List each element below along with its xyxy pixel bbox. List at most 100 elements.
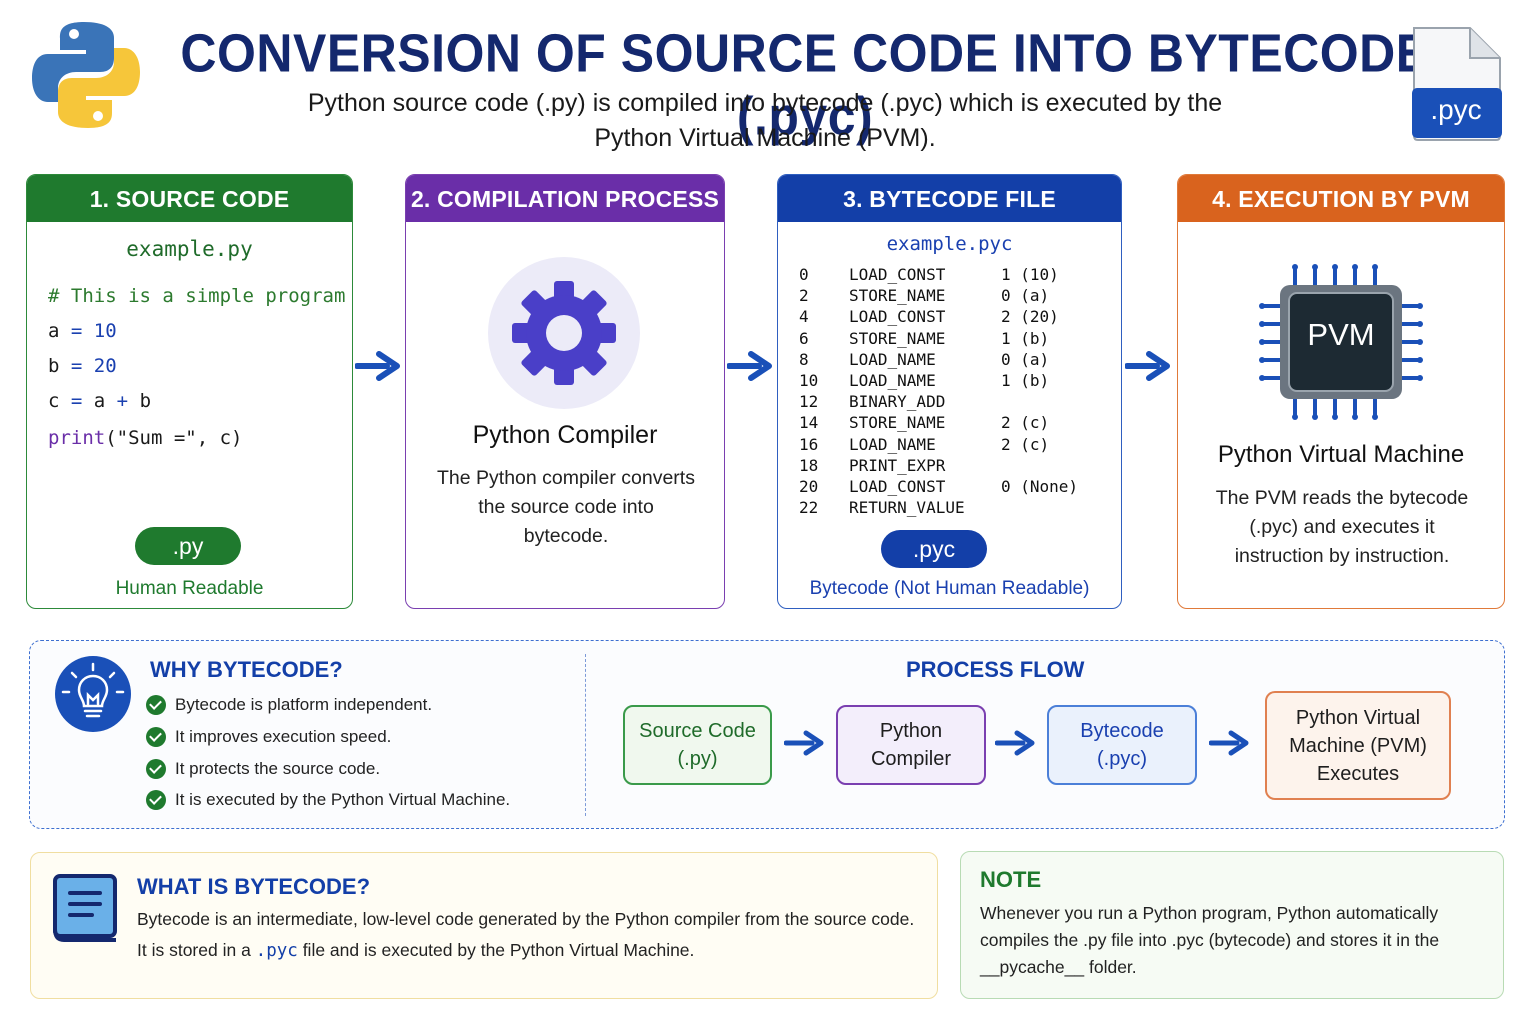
pyc-file-label: .pyc <box>1430 94 1482 125</box>
what-is-bytecode-line: Bytecode is an intermediate, low-level c… <box>137 909 915 929</box>
what-is-bytecode-line: It is stored in a .pyc file and is execu… <box>137 940 695 961</box>
pyc-inline-code: .pyc <box>255 941 298 961</box>
flow-step-line: Machine (PVM) <box>1289 734 1427 757</box>
flow-step-line: Executes <box>1316 762 1400 785</box>
page-subtitle: Python source code (.py) is compiled int… <box>307 89 1223 152</box>
source-code-heading: 1. SOURCE CODE <box>27 175 352 222</box>
note-title: NOTE <box>980 867 1042 892</box>
code-line-a: a = 10 <box>48 320 117 342</box>
bytecode-offset: 16 <box>799 434 819 454</box>
arrow-right-icon <box>1125 351 1170 381</box>
bytecode-argument: 0 (a) <box>1001 286 1050 306</box>
cpu-chip-icon: PVM <box>1256 261 1426 423</box>
bytecode-opcode: STORE_NAME <box>849 328 946 348</box>
bytecode-offset: 4 <box>799 307 809 327</box>
bytecode-opcode: LOAD_CONST <box>849 265 946 284</box>
pyc-file-icon <box>1412 27 1502 141</box>
note-body: Whenever you run a Python program, Pytho… <box>980 903 1440 977</box>
flow-step-line: Source Code <box>639 720 756 742</box>
check-icon <box>146 695 166 715</box>
bytecode-opcode: RETURN_VALUE <box>849 498 965 518</box>
what-is-bytecode-title: WHAT IS BYTECODE? <box>137 874 371 899</box>
bytecode-argument: 2 (c) <box>1001 413 1050 433</box>
flow-step-line: Compiler <box>870 748 952 770</box>
panel-divider <box>585 654 586 816</box>
execution-card: 4. EXECUTION BY PVM PVM Python Virtual M… <box>1177 174 1505 609</box>
bytecode-offset: 8 <box>799 349 809 369</box>
flow-step-line: (.pyc) <box>1096 748 1147 770</box>
bytecode-footer: Bytecode (Not Human Readable) <box>809 578 1090 599</box>
bytecode-opcode: PRINT_EXPR <box>849 455 946 475</box>
bytecode-offset: 14 <box>799 413 819 433</box>
bytecode-filename: example.pyc <box>886 233 1013 255</box>
bytecode-offset: 6 <box>799 328 809 348</box>
code-line-c: c = a + b <box>48 390 152 412</box>
flow-step-bytecode: Bytecode (.pyc) <box>1047 705 1197 785</box>
source-footer: Human Readable <box>115 578 264 599</box>
bytecode-opcode: STORE_NAME <box>849 286 946 306</box>
flow-step-line: Python Virtual <box>1295 706 1421 729</box>
lightbulb-icon <box>55 656 131 732</box>
arrow-right-icon <box>995 730 1035 756</box>
flow-step-source: Source Code (.py) <box>623 705 772 785</box>
pyc-badge: .pyc <box>881 530 987 568</box>
python-logo-icon <box>32 22 140 128</box>
compilation-heading: 2. COMPILATION PROCESS <box>406 175 724 222</box>
bytecode-argument: 0 (a) <box>1001 349 1050 369</box>
bytecode-argument: 2 (20) <box>1001 307 1059 327</box>
bytecode-offset: 12 <box>799 392 819 412</box>
source-code-card: 1. SOURCE CODE example.py # This is a si… <box>26 174 353 609</box>
check-icon <box>146 790 166 810</box>
bytecode-offset: 18 <box>799 455 819 475</box>
page-title: CONVERSION OF SOURCE CODE INTO BYTECODE … <box>180 23 1430 147</box>
check-icon <box>146 759 166 779</box>
pvm-name: Python Virtual Machine <box>1217 441 1465 468</box>
arrow-right-icon <box>784 730 824 756</box>
bytecode-argument: 1 (10) <box>1001 265 1059 284</box>
bytecode-offset: 0 <box>799 265 809 284</box>
bytecode-offset: 22 <box>799 498 819 518</box>
bytecode-opcode: LOAD_CONST <box>849 477 946 496</box>
bytecode-heading: 3. BYTECODE FILE <box>778 175 1121 222</box>
bytecode-argument: 2 (c) <box>1001 434 1050 454</box>
book-icon <box>53 874 117 942</box>
bytecode-offset: 10 <box>799 371 819 390</box>
arrow-right-icon <box>355 351 400 381</box>
pvm-description: The PVM reads the bytecode (.pyc) and ex… <box>1215 487 1469 567</box>
gear-icon <box>512 281 616 385</box>
process-flow-title: PROCESS FLOW <box>906 657 1085 682</box>
bytecode-argument: 1 (b) <box>1001 371 1050 390</box>
compiler-name: Python Compiler <box>472 421 658 449</box>
bytecode-offset: 20 <box>799 477 819 496</box>
code-line-print: print("Sum =", c) <box>48 427 243 449</box>
check-icon <box>146 727 166 747</box>
flow-step-line: Bytecode <box>1080 720 1164 742</box>
bytecode-opcode: LOAD_NAME <box>849 434 936 454</box>
execution-heading: 4. EXECUTION BY PVM <box>1178 175 1504 222</box>
compiler-description: The Python compiler converts the source … <box>437 467 695 547</box>
flow-step-line: Python <box>879 720 943 742</box>
what-is-bytecode-panel <box>30 852 938 999</box>
bytecode-argument: 0 (None) <box>1001 477 1079 496</box>
arrow-right-icon <box>727 351 772 381</box>
bytecode-opcode: LOAD_NAME <box>849 349 936 369</box>
flow-step-line: (.py) <box>677 748 718 770</box>
bytecode-opcode: LOAD_NAME <box>849 371 936 390</box>
py-badge: .py <box>135 527 241 565</box>
bytecode-argument: 1 (b) <box>1001 328 1050 348</box>
bytecode-opcode: STORE_NAME <box>849 413 946 433</box>
code-line-b: b = 20 <box>48 355 117 377</box>
why-bytecode-title: WHY BYTECODE? <box>150 657 343 682</box>
arrow-right-icon <box>1209 730 1249 756</box>
code-line-comment: # This is a simple program <box>48 285 346 307</box>
compilation-card: 2. COMPILATION PROCESS Python Compiler T… <box>405 174 725 609</box>
bytecode-offset: 2 <box>799 286 809 306</box>
gear-icon-backdrop <box>488 257 640 409</box>
pvm-chip-label: PVM <box>1307 317 1375 352</box>
source-filename: example.py <box>126 237 253 261</box>
note-panel <box>960 851 1504 999</box>
bytecode-opcode: LOAD_CONST <box>849 307 946 327</box>
bytecode-opcode: BINARY_ADD <box>849 392 946 412</box>
